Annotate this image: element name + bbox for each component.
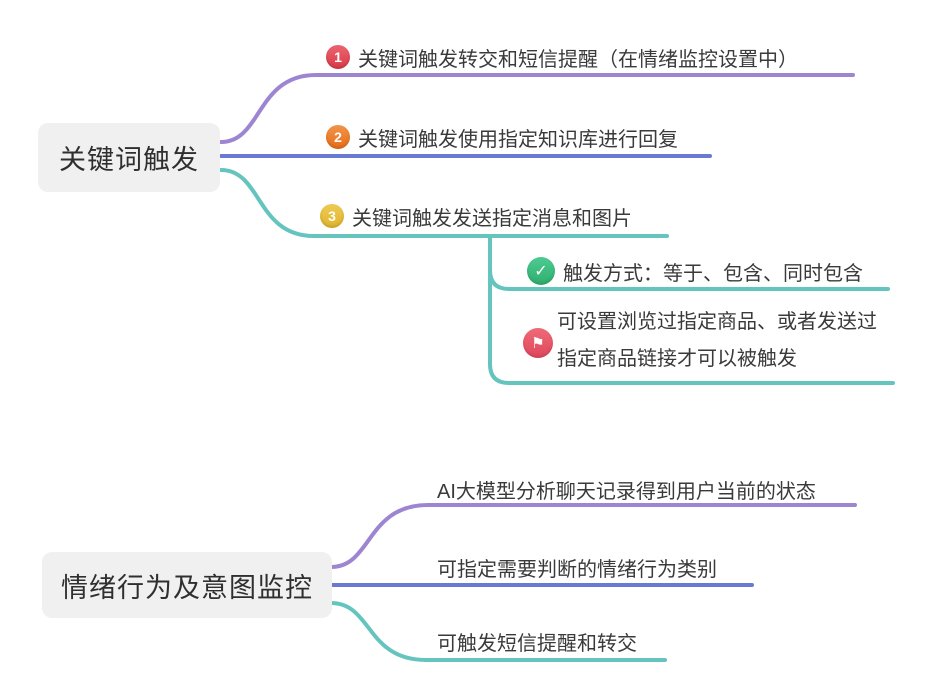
branch-label: AI大模型分析聊天记录得到用户当前的状态 — [437, 480, 816, 503]
subtopic-label: 触发方式：等于、包含、同时包含 — [563, 262, 863, 285]
flag-icon-wrap: ⚑ — [523, 328, 553, 358]
branch-sms-transfer[interactable]: 可触发短信提醒和转交 — [437, 627, 637, 655]
subtopic-product-condition[interactable]: 可设置浏览过指定商品、或者发送过指定商品链接才可以被触发 — [557, 311, 877, 370]
subtopic-trigger-modes[interactable]: ✓ 触发方式：等于、包含、同时包含 — [527, 257, 863, 285]
branch-ai-analysis[interactable]: AI大模型分析聊天记录得到用户当前的状态 — [437, 475, 816, 503]
branch-keyword-send-message[interactable]: 3 关键词触发发送指定消息和图片 — [320, 202, 632, 230]
priority-3-badge-icon: 3 — [320, 204, 344, 228]
flag-circle-icon: ⚑ — [523, 328, 553, 358]
branch-label: 可触发短信提醒和转交 — [437, 632, 637, 655]
branch-keyword-knowledge-base[interactable]: 2 关键词触发使用指定知识库进行回复 — [326, 123, 678, 151]
branch-label: 关键词触发使用指定知识库进行回复 — [358, 128, 678, 151]
branch-keyword-sms[interactable]: 1 关键词触发转交和短信提醒（在情绪监控设置中） — [326, 43, 798, 71]
priority-2-badge-icon: 2 — [326, 125, 350, 149]
priority-1-badge-icon: 1 — [326, 45, 350, 69]
root-node-keyword-trigger[interactable]: 关键词触发 — [38, 123, 220, 192]
branch-label: 可指定需要判断的情绪行为类别 — [437, 558, 717, 581]
branch-label: 关键词触发转交和短信提醒（在情绪监控设置中） — [358, 48, 798, 71]
root-node-emotion-monitoring[interactable]: 情绪行为及意图监控 — [42, 552, 332, 618]
branch-emotion-categories[interactable]: 可指定需要判断的情绪行为类别 — [437, 553, 717, 581]
check-circle-icon: ✓ — [527, 257, 555, 285]
branch-label: 关键词触发发送指定消息和图片 — [352, 207, 632, 230]
